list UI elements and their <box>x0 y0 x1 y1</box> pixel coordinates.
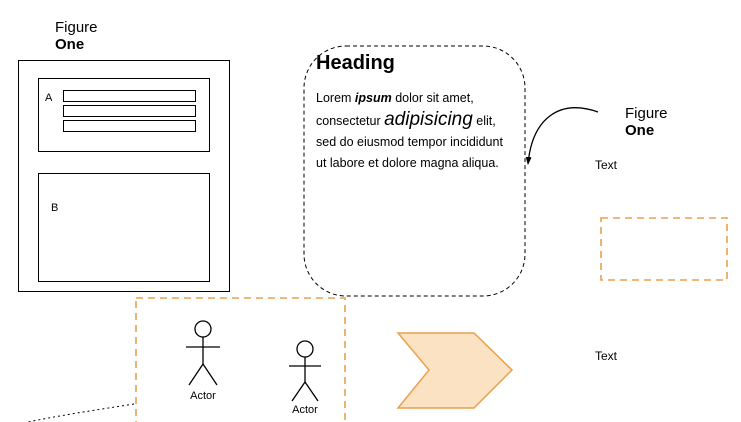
actor-2-label: Actor <box>292 404 318 416</box>
actor-2-figure[interactable] <box>289 340 321 402</box>
curved-arrow-connector[interactable] <box>525 107 599 165</box>
chevron-shape[interactable] <box>396 332 514 409</box>
figure-left-bold-text: One <box>55 36 85 53</box>
orange-dashed-region[interactable] <box>135 297 346 422</box>
rect-a-label: A <box>45 92 53 104</box>
list-bar <box>63 90 196 102</box>
figure-right-normal-text: Figure <box>625 105 668 122</box>
rect-b-label: B <box>51 202 59 214</box>
figure-right-bold-text: One <box>625 122 655 139</box>
text-label-bottom-right[interactable]: Text <box>595 349 618 363</box>
actor-1-right-leg <box>202 363 218 386</box>
dotted-connector[interactable] <box>27 403 135 422</box>
orange-dashed-rect[interactable] <box>600 217 728 281</box>
note-body-text-3: elit, sed do eiusmod tempor incididunt u… <box>316 114 503 170</box>
figure-one-label-left[interactable]: Figure One <box>55 19 98 53</box>
note-body-adipisicing: adipisicing <box>384 109 473 130</box>
figure-one-label-right[interactable]: Figure One <box>625 105 668 139</box>
note-body: Lorem ipsum dolor sit amet, consectetur … <box>316 88 514 174</box>
note-body-ipsum: ipsum <box>354 91 392 105</box>
inner-rect-b[interactable]: B <box>38 173 210 282</box>
actor-2-head <box>296 340 314 358</box>
list-bar <box>63 120 196 132</box>
list-bar <box>63 105 196 117</box>
note-body-text-1: Lorem <box>316 91 355 105</box>
note-heading: Heading <box>316 52 395 74</box>
list-bars <box>63 90 196 135</box>
text-label-top-right[interactable]: Text <box>595 158 618 172</box>
actor-1-figure[interactable] <box>186 320 220 386</box>
actor-1-label: Actor <box>190 390 216 402</box>
actor-2-left-leg <box>291 381 306 402</box>
actor-1-left-leg <box>188 363 204 386</box>
note-body-text-2: dolor sit amet, consectetur <box>316 91 474 128</box>
actor-2-right-leg <box>304 381 319 402</box>
actor-1-head <box>194 320 212 338</box>
note-shape-border[interactable] <box>303 45 526 297</box>
inner-rect-a[interactable]: A <box>38 78 210 152</box>
figure-left-normal-text: Figure <box>55 19 98 36</box>
